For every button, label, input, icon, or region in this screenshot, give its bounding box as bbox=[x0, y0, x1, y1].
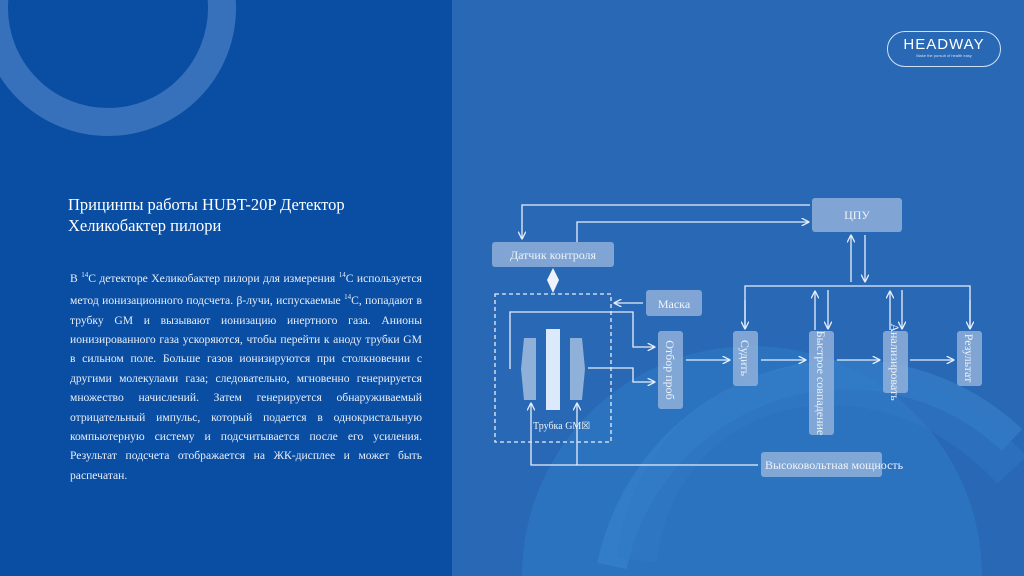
fast-coincidence-box bbox=[809, 331, 834, 435]
cathode-right bbox=[570, 338, 585, 400]
anode bbox=[546, 329, 560, 410]
title-line-2: Хеликобактер пилори bbox=[68, 216, 222, 235]
control-sensor-label: Датчик контроля bbox=[510, 248, 597, 262]
tube-to-sampling-arrow-2 bbox=[588, 367, 654, 382]
sensor-to-cpu-arrow bbox=[576, 222, 808, 242]
diamond-icon bbox=[547, 268, 559, 293]
bus-line bbox=[744, 285, 971, 328]
judge-label: Судить bbox=[738, 340, 752, 377]
tube-to-sampling-arrow-1 bbox=[509, 311, 654, 369]
mask-box bbox=[646, 290, 702, 316]
result-box bbox=[957, 331, 982, 386]
mask-label: Маска bbox=[658, 297, 691, 311]
cpu-to-sensor-arrow bbox=[522, 204, 810, 238]
body-text: В 14С детекторе Хеликобактер пилори для … bbox=[70, 271, 422, 482]
connector-lines bbox=[509, 204, 971, 466]
sampling-label: Отбор проб bbox=[663, 340, 677, 400]
judge-box bbox=[733, 331, 758, 386]
analyze-label: Анализировать bbox=[888, 323, 902, 401]
logo-name: HEADWAY bbox=[903, 36, 985, 53]
gm-tube-label: Трубка GM☒ bbox=[533, 421, 590, 432]
text-panel: Прицинпы работы HUBT-20P Детектор Хелико… bbox=[0, 0, 452, 576]
slide-title: Прицинпы работы HUBT-20P Детектор Хелико… bbox=[68, 194, 428, 236]
analyze-box bbox=[883, 331, 908, 393]
result-label: Результат bbox=[962, 334, 976, 383]
diagram-panel bbox=[452, 0, 1024, 576]
cathode-left bbox=[521, 338, 536, 400]
process-boxes: Отбор проб Судить Быстрое совпадение Ана… bbox=[658, 323, 982, 435]
headway-logo: HEADWAY Make the pursuit of health easy bbox=[887, 31, 1001, 67]
high-voltage-arrow-1 bbox=[531, 404, 758, 466]
logo-slogan: Make the pursuit of health easy bbox=[916, 53, 972, 58]
high-voltage-box bbox=[761, 452, 882, 477]
swoosh-curve bbox=[617, 365, 1024, 563]
sampling-box bbox=[658, 331, 683, 409]
title-line-1: Прицинпы работы HUBT-20P Детектор bbox=[68, 195, 345, 214]
cpu-label: ЦПУ bbox=[844, 208, 870, 222]
fast-coincidence-label: Быстрое совпадение bbox=[814, 331, 828, 435]
control-sensor-box bbox=[492, 242, 614, 267]
background-swoosh bbox=[522, 346, 1024, 576]
high-voltage-label: Высоковольтная мощность bbox=[765, 458, 904, 472]
cpu-box bbox=[812, 198, 902, 232]
